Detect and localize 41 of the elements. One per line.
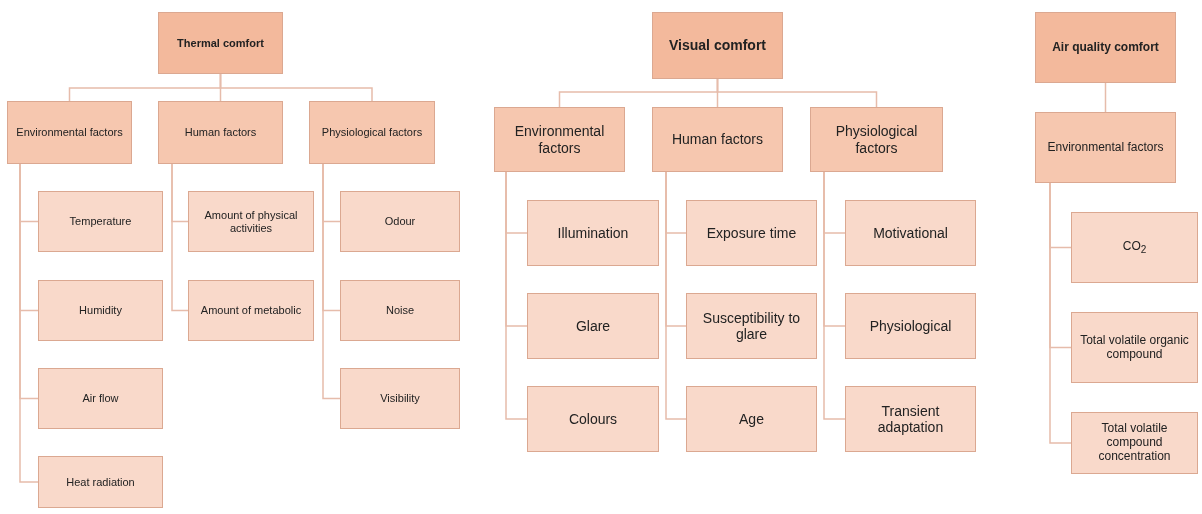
- connector-line: [1049, 182, 1072, 444]
- item-box: Temperature: [38, 191, 163, 252]
- item-box: Age: [686, 386, 817, 452]
- connector-line: [505, 171, 528, 420]
- item-box: Air flow: [38, 368, 163, 429]
- item-box: Illumination: [527, 200, 659, 266]
- item-box: Visibility: [340, 368, 460, 429]
- item-box: Susceptibility to glare: [686, 293, 817, 359]
- category-box: Air quality comfort: [1035, 12, 1176, 83]
- connector-line: [665, 171, 687, 420]
- connector-line: [823, 171, 846, 420]
- factor-box: Human factors: [158, 101, 283, 164]
- item-box: Colours: [527, 386, 659, 452]
- item-box: Amount of metabolic: [188, 280, 314, 341]
- item-box: Physiological: [845, 293, 976, 359]
- category-box: Visual comfort: [652, 12, 783, 79]
- connector-line: [322, 163, 341, 400]
- connector-line: [219, 73, 373, 102]
- item-box: Amount of physical activities: [188, 191, 314, 252]
- item-box: Humidity: [38, 280, 163, 341]
- connector-line: [1104, 82, 1107, 113]
- item-box: Total volatile organic compound: [1071, 312, 1198, 383]
- item-box: Total volatile compound concentration: [1071, 412, 1198, 474]
- factor-box: Physiological factors: [810, 107, 943, 172]
- factor-box: Environmental factors: [7, 101, 132, 164]
- item-box: Heat radiation: [38, 456, 163, 508]
- category-box: Thermal comfort: [158, 12, 283, 74]
- connector-line: [171, 163, 189, 312]
- connector-line: [716, 78, 878, 108]
- factor-box: Human factors: [652, 107, 783, 172]
- item-box: Transient adaptation: [845, 386, 976, 452]
- item-box: Noise: [340, 280, 460, 341]
- factor-box: Environmental factors: [1035, 112, 1176, 183]
- item-box: Glare: [527, 293, 659, 359]
- item-box: Motivational: [845, 200, 976, 266]
- factor-box: Physiological factors: [309, 101, 435, 164]
- factor-box: Environmental factors: [494, 107, 625, 172]
- item-box: Exposure time: [686, 200, 817, 266]
- connector-line: [19, 163, 39, 483]
- item-box: Odour: [340, 191, 460, 252]
- item-box: CO$_{2}$: [1071, 212, 1198, 283]
